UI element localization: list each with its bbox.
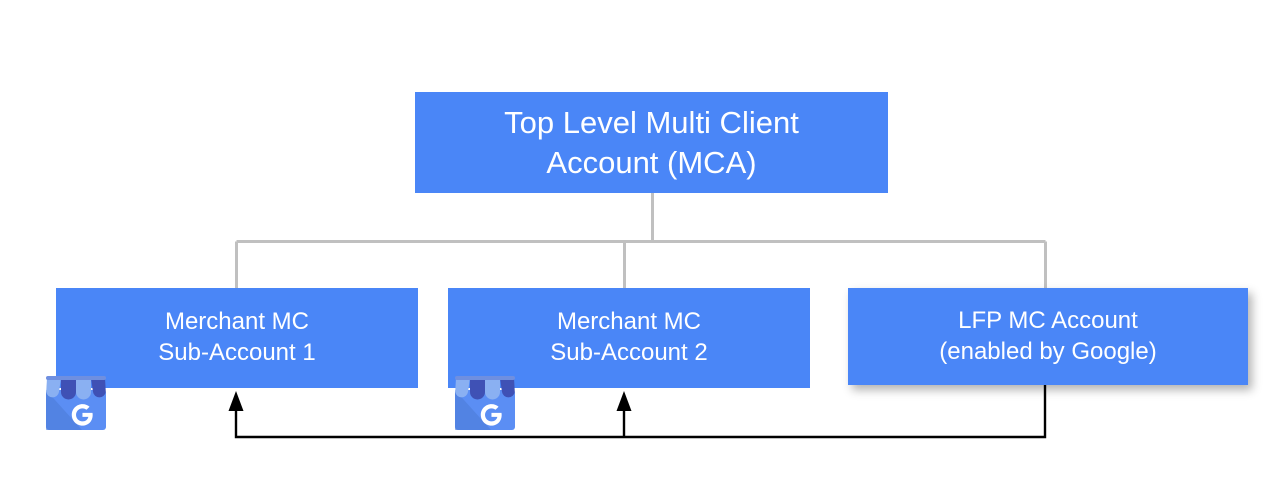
google-my-business-icon — [46, 376, 106, 430]
google-my-business-icon — [455, 376, 515, 430]
node-top-level-mca-label: Top Level Multi Client Account (MCA) — [504, 104, 799, 180]
node-merchant-sub-account-2[interactable]: Merchant MC Sub-Account 2 — [448, 288, 810, 388]
node-top-level-mca[interactable]: Top Level Multi Client Account (MCA) — [415, 92, 888, 193]
node-merchant-sub-account-1[interactable]: Merchant MC Sub-Account 1 — [56, 288, 418, 388]
node-merchant-sub-account-2-label: Merchant MC Sub-Account 2 — [550, 308, 708, 366]
feedback-path-lfp-to-sub1 — [234, 385, 1047, 439]
node-lfp-mc-account-label: LFP MC Account (enabled by Google) — [939, 306, 1157, 365]
google-g-glyph — [71, 404, 93, 426]
arrowhead-sub1 — [228, 391, 244, 411]
node-lfp-mc-account[interactable]: LFP MC Account (enabled by Google) — [848, 288, 1248, 385]
node-merchant-sub-account-1-label: Merchant MC Sub-Account 1 — [158, 308, 316, 366]
google-g-glyph — [480, 404, 502, 426]
arrowhead-sub2 — [616, 391, 632, 411]
